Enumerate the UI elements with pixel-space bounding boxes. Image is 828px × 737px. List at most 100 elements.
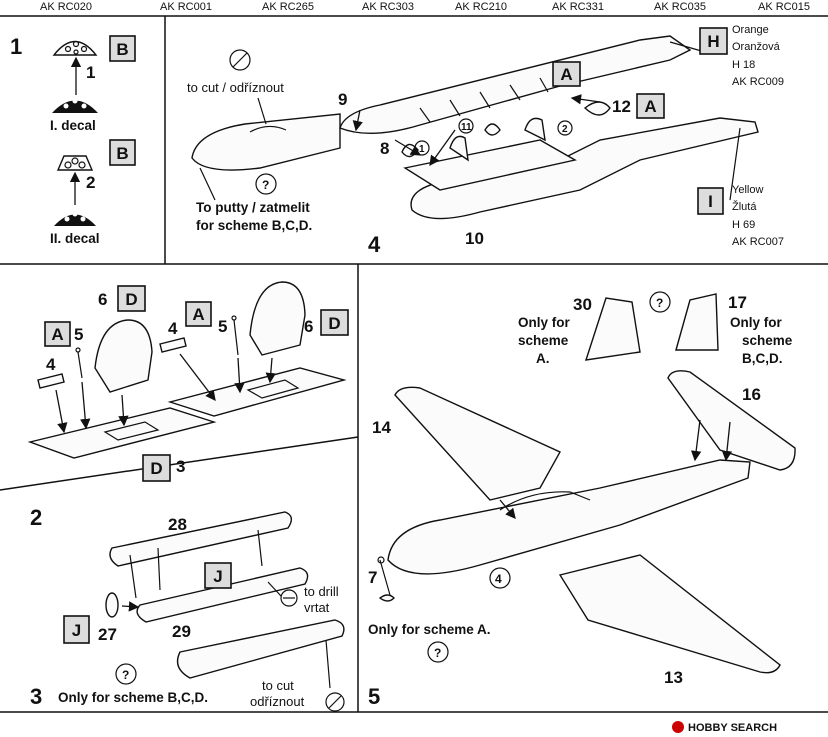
part-number: 3 (176, 457, 185, 476)
fin-part (584, 297, 641, 361)
color-code: AK RC007 (732, 236, 784, 248)
wing-part (394, 386, 561, 501)
nose-fuselage-part (191, 113, 341, 171)
paint-code: AK RC210 (455, 1, 507, 13)
watermark: HOBBY SEARCH (672, 721, 777, 734)
step-number: 2 (30, 505, 42, 530)
part-number: 6 (304, 317, 313, 336)
putty-note: To putty / zatmelit (196, 200, 310, 215)
wing-part (558, 554, 781, 674)
color-marker (636, 93, 665, 119)
panel-borders (0, 15, 828, 713)
fuselage-part (387, 459, 751, 575)
scheme-note: Only for (730, 315, 782, 330)
part-number: 16 (742, 385, 761, 404)
color-name: Žlutá (732, 200, 757, 213)
seat-part (449, 135, 469, 162)
step-1-panel: 1 1 I. decal B 2 II. decal B (10, 34, 136, 246)
probe-part (378, 594, 395, 602)
sequence-marker-icon (557, 120, 573, 136)
color-marker (44, 321, 71, 347)
part-number: 28 (168, 515, 187, 534)
scheme-symbol-icon (649, 291, 671, 313)
color-marker (204, 562, 232, 589)
jet-pipe-upper-part (109, 511, 293, 567)
seat-part (524, 117, 546, 142)
color-name: Orange (732, 24, 769, 36)
paint-code: AK RC035 (654, 1, 706, 13)
scheme-note: B,C,D. (742, 351, 783, 366)
part-number: 1 (86, 63, 95, 82)
sequence-marker: 1 (419, 144, 425, 155)
color-marker-letter: I (708, 192, 713, 211)
tailplane-part (667, 370, 796, 471)
paint-code: AK RC265 (262, 1, 314, 13)
part-number: 30 (573, 295, 592, 314)
svg-text:?: ? (656, 296, 663, 310)
cockpit-tub (403, 139, 577, 191)
watermark-text: HOBBY SEARCH (688, 722, 777, 734)
paint-code-row: AK RC020 AK RC001 AK RC265 AK RC303 AK R… (40, 1, 810, 13)
color-marker (142, 454, 171, 482)
seat-part (249, 281, 306, 356)
nose-cut-panel: to cut / odříznout ? To putty / zatmelit… (187, 49, 341, 233)
cut-symbol-icon (325, 692, 345, 712)
paint-code: AK RC001 (160, 1, 212, 13)
scheme-note: scheme (518, 333, 569, 348)
seat-part (94, 319, 153, 393)
putty-note: for scheme B,C,D. (196, 218, 312, 233)
step-5-panel: 5 14 13 16 17 Only for scheme B,C,D. 30 … (368, 291, 796, 709)
decal-image (54, 214, 96, 226)
color-marker (699, 27, 728, 55)
color-name: Oranžová (732, 41, 781, 53)
sequence-marker-icon (414, 140, 430, 156)
sequence-marker-icon (489, 567, 511, 589)
color-code: H 18 (732, 59, 755, 71)
step-number: 1 (10, 34, 22, 59)
paint-code: AK RC020 (40, 1, 92, 13)
color-marker-letter: H (707, 32, 719, 51)
fin-part (675, 293, 719, 351)
drill-symbol-icon (280, 589, 298, 607)
step-4-panel: 4 9 8 12 10 11 1 2 A A H Ora (338, 24, 784, 257)
part-number: 17 (728, 293, 747, 312)
color-marker (109, 35, 136, 62)
color-code: H 69 (732, 219, 755, 231)
svg-text:?: ? (262, 178, 269, 192)
sequence-marker: 4 (495, 572, 502, 586)
color-marker-letter: A (192, 305, 204, 324)
decal-label: II. decal (50, 231, 100, 246)
scheme-note: Only for scheme A. (368, 622, 491, 637)
color-marker (117, 285, 146, 312)
instrument-panel-part (52, 40, 98, 56)
color-marker (697, 187, 724, 215)
color-marker (185, 301, 212, 327)
drill-note: to drill (304, 584, 339, 599)
paint-code: AK RC331 (552, 1, 604, 13)
svg-text:?: ? (122, 668, 129, 682)
part-number: 27 (98, 625, 117, 644)
drill-note: vrtat (304, 600, 330, 615)
color-marker-letter: A (51, 325, 63, 344)
canopy-part (583, 101, 611, 116)
decal-label: I. decal (50, 118, 96, 133)
putty-symbol-icon (255, 173, 277, 195)
scheme-note: scheme (742, 333, 793, 348)
color-marker-letter: B (116, 144, 128, 163)
step-number: 3 (30, 684, 42, 709)
part-number: 29 (172, 622, 191, 641)
scheme-symbol-icon (115, 663, 137, 685)
color-marker (109, 139, 136, 166)
hobby-search-logo-icon (672, 721, 684, 733)
instrument-panel-part (56, 155, 94, 171)
color-marker-letter: B (116, 40, 128, 59)
color-marker-letter: D (150, 459, 162, 478)
color-marker (320, 309, 349, 336)
color-marker-letter: J (213, 567, 222, 586)
color-marker-letter: J (72, 621, 81, 640)
part-number: 5 (218, 317, 227, 336)
color-marker-letter: A (560, 65, 572, 84)
cut-note: to cut / odříznout (187, 80, 284, 95)
step-2-panel: 2 6 D A 5 4 4 A 5 6 D (27, 281, 349, 530)
step-3-panel: 3 28 29 J J 27 to drill vrtat ? Only for… (30, 511, 345, 712)
